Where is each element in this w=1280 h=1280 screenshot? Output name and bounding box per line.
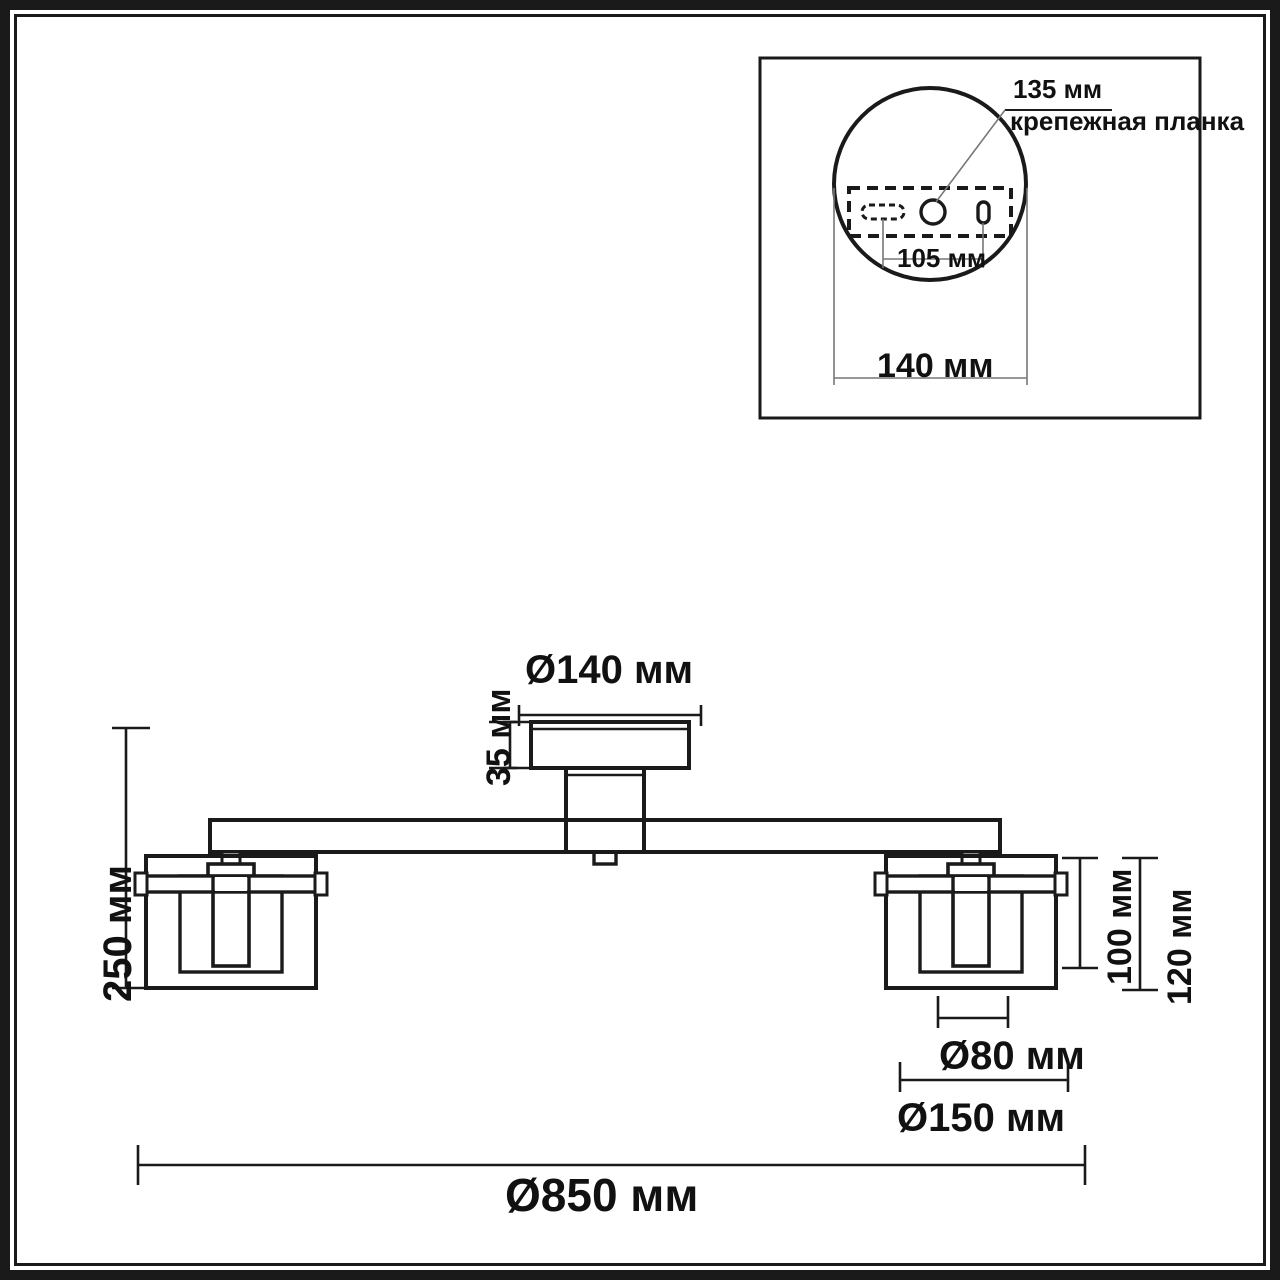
right-socket-mask <box>955 877 987 891</box>
dim-shade-bottom-diameter <box>898 1062 1070 1092</box>
vertical-slot <box>976 200 991 225</box>
dim-105 <box>882 219 984 268</box>
label-shade-height: 100 мм <box>1101 868 1139 985</box>
label-shade-top-diameter: Ø80 мм <box>939 1034 1085 1078</box>
right-shade-outer <box>884 854 1058 990</box>
dim-shade-drop <box>1122 856 1158 992</box>
dim-total-drop <box>112 726 150 990</box>
canopy-circle-top-view <box>832 86 1028 282</box>
dim-canopy-height <box>489 720 530 770</box>
right-crossbar-cap-left <box>873 871 889 897</box>
lamp-head-right <box>873 850 1069 990</box>
left-socket-body <box>211 886 251 968</box>
label-inset-canopy-diameter: 140 мм <box>877 347 994 385</box>
label-plate-length: 135 мм <box>1013 74 1103 104</box>
round-hole <box>919 198 947 226</box>
sheet-border-inner <box>14 14 1266 1266</box>
label-mounting-plate-note-line1: крепежная планка <box>1010 106 1245 136</box>
label-canopy-diameter: Ø140 мм <box>525 648 694 692</box>
left-socket-mask <box>215 877 247 891</box>
dim-shade-height <box>1062 856 1098 970</box>
left-crossbar-cap-right <box>313 871 329 897</box>
dim-140-inset <box>833 188 1028 385</box>
left-shade-outer <box>144 854 318 990</box>
right-crossbar-cap-right <box>1053 871 1069 897</box>
label-total-drop: 250 мм <box>96 864 140 1002</box>
lamp-head-left <box>133 850 329 990</box>
label-shade-bottom-diameter: Ø150 мм <box>897 1096 1066 1140</box>
dim-overall-width <box>136 1145 1087 1185</box>
label-shade-drop: 120 мм <box>1161 888 1199 1005</box>
label-canopy-height: 35 мм <box>480 688 518 786</box>
label-overall-width: Ø850 мм <box>505 1169 699 1221</box>
leader-135-diagonal <box>935 109 1006 203</box>
arm-behind-stem-mask <box>568 822 642 850</box>
left-crossbar-cap-left <box>133 871 149 897</box>
right-socket-body <box>951 886 991 968</box>
label-hole-spacing: 105 мм <box>897 243 987 273</box>
dim-shade-top-diameter <box>936 996 1010 1028</box>
mounting-plate-outline <box>847 186 1013 238</box>
